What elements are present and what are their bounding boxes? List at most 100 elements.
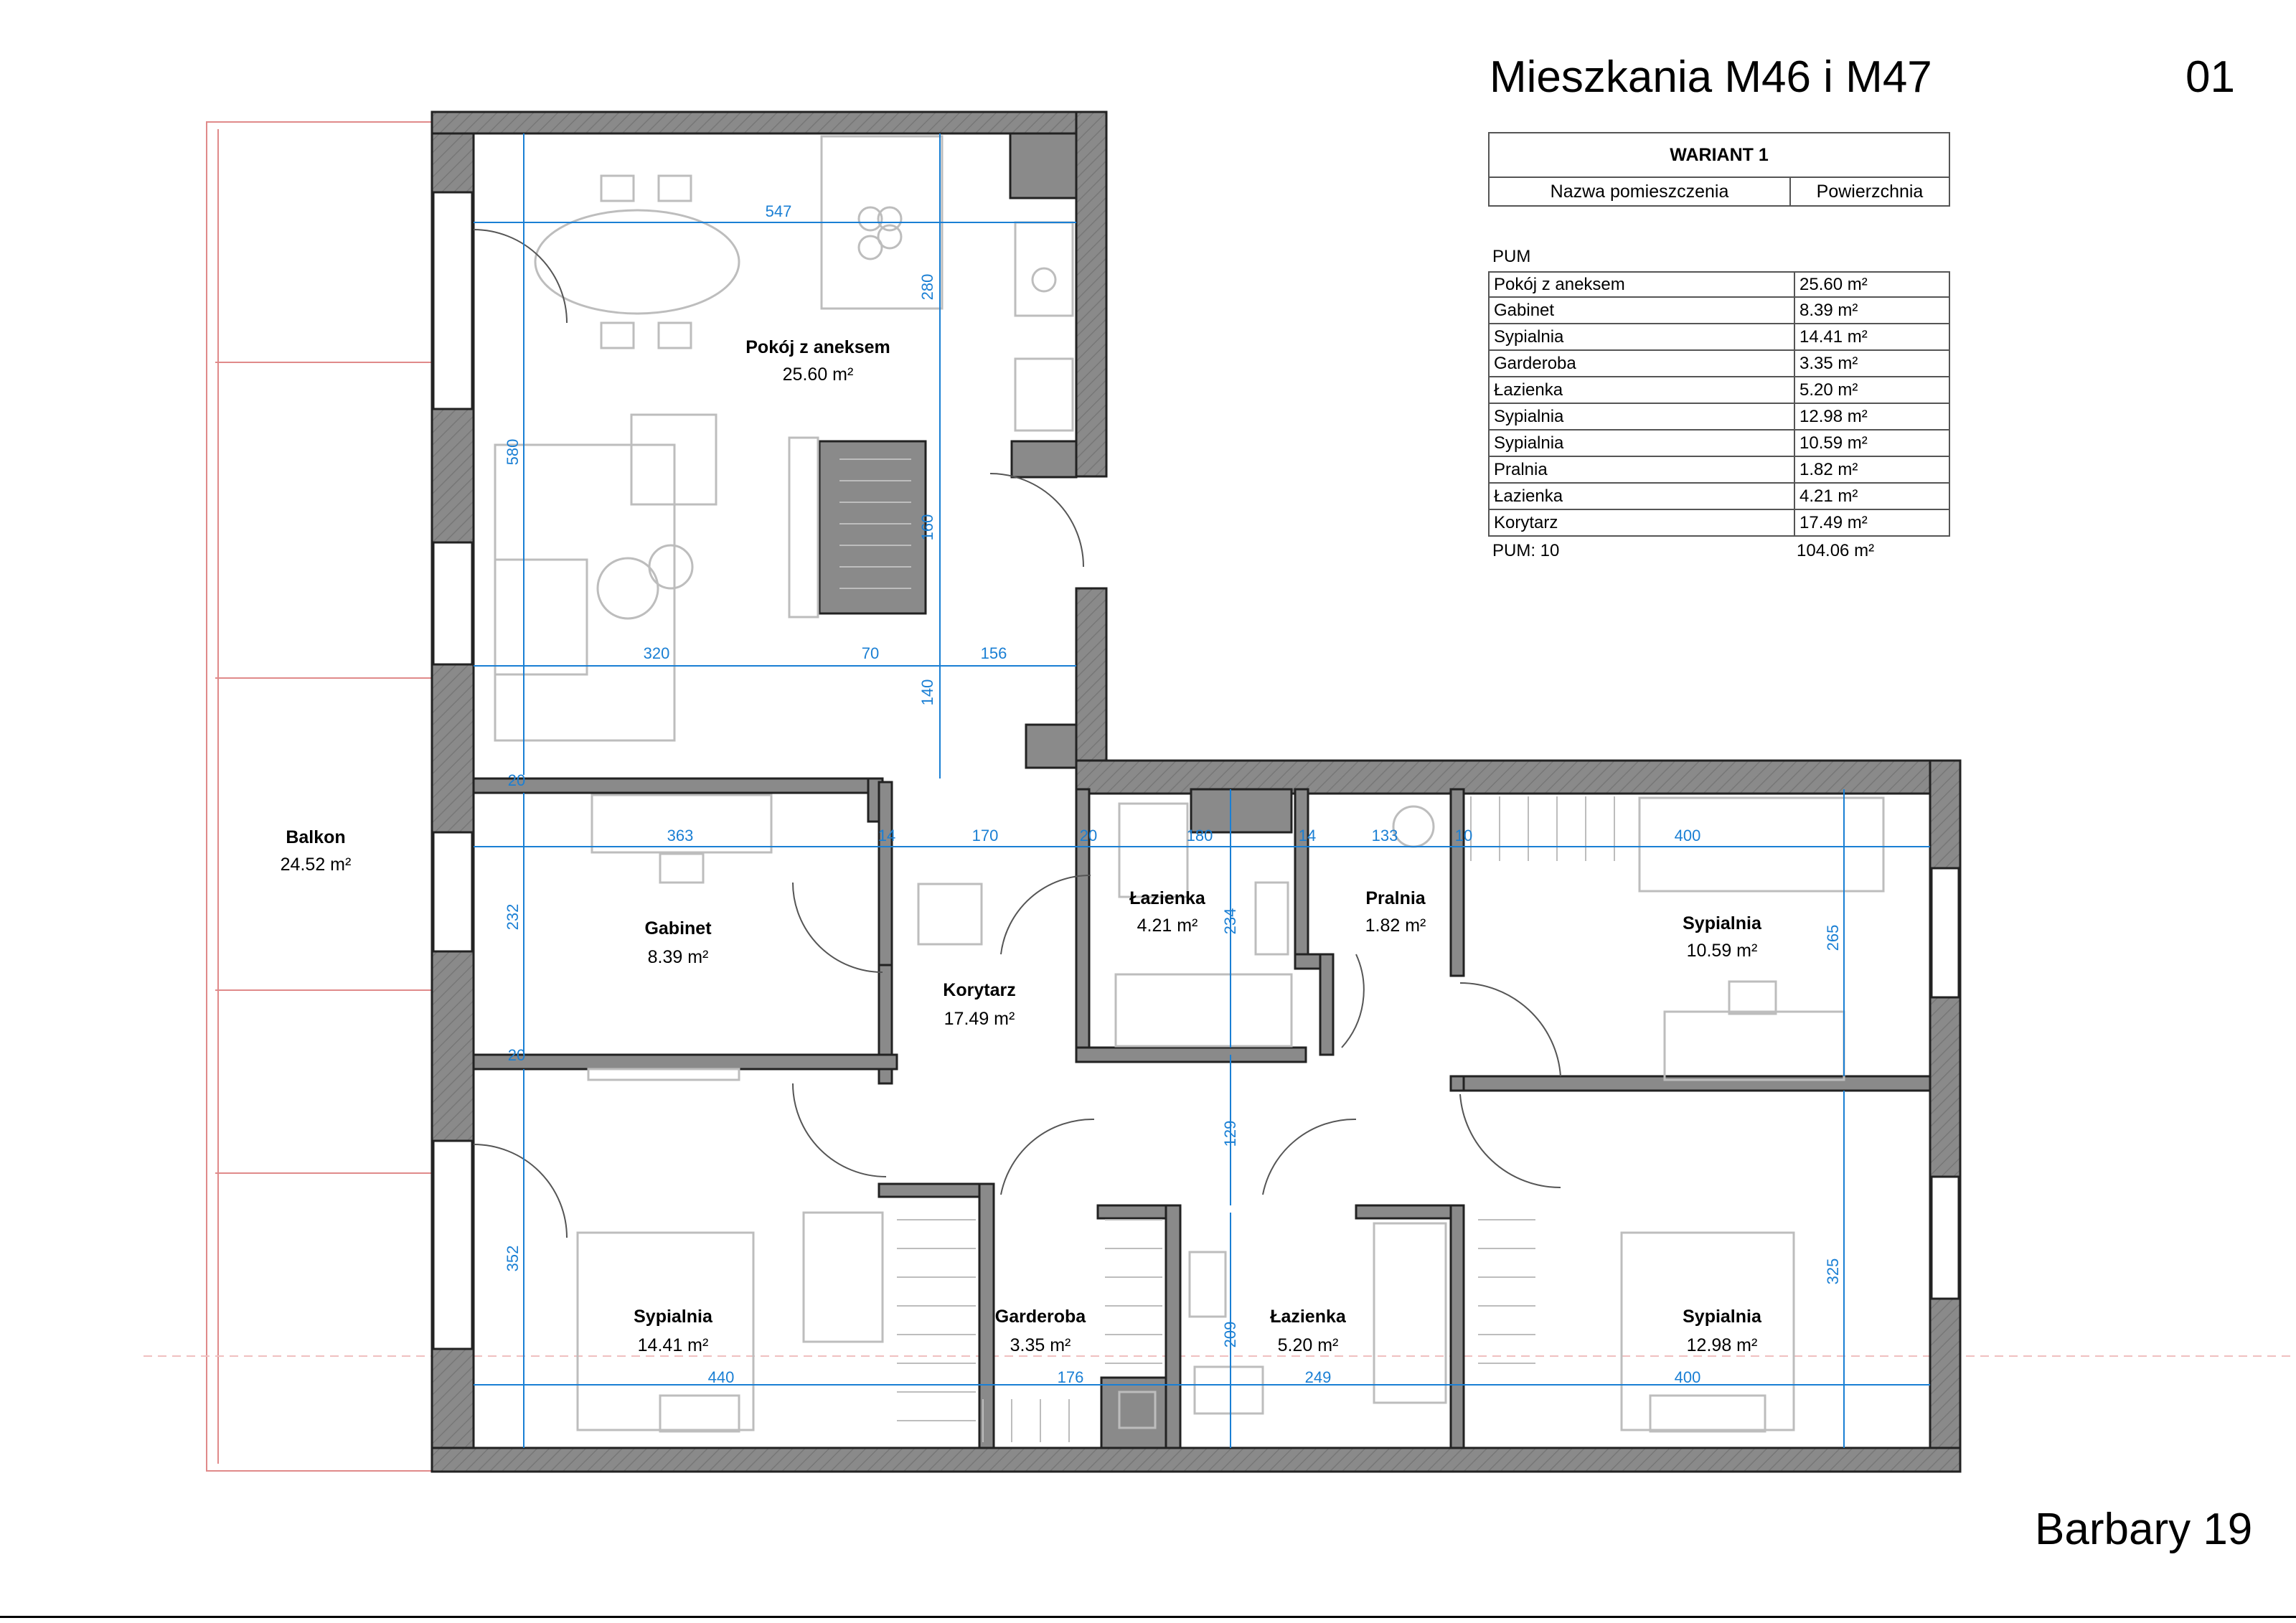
table-total-row: PUM: 10 104.06 m² [1492, 541, 1952, 561]
dim-label: 232 [504, 904, 522, 931]
address-label: Barbary 19 [2035, 1505, 2253, 1554]
room-area-cell: 25.60 m² [1799, 274, 1868, 294]
dimension-lines [474, 133, 1930, 1448]
dim-label: 280 [918, 274, 936, 301]
room-name-cell: Łazienka [1490, 377, 1795, 403]
room-area-cell: 3.35 m² [1799, 353, 1858, 373]
room-name-cell: Sypialnia [1490, 404, 1795, 429]
dim-label: 209 [1221, 1322, 1239, 1348]
room-area-bath-big: 5.20 m² [1278, 1335, 1339, 1355]
dim-label: 133 [1372, 827, 1398, 845]
room-name-cell: Gabinet [1490, 298, 1795, 323]
dim-label: 140 [918, 679, 936, 706]
room-area-cell: 17.49 m² [1799, 512, 1868, 532]
room-area-cell: 5.20 m² [1799, 380, 1858, 400]
dimension-labels: 547 280 580 160 320 70 156 140 20 363 14… [504, 202, 1842, 1386]
dim-label: 320 [644, 644, 670, 662]
room-area-corridor: 17.49 m² [944, 1009, 1015, 1029]
room-name-cell: Sypialnia [1490, 431, 1795, 456]
dim-label: 325 [1824, 1259, 1842, 1285]
dim-label: 249 [1305, 1368, 1332, 1386]
dim-label: 180 [1187, 827, 1213, 845]
column-header-area: Powierzchnia [1816, 181, 1924, 202]
room-area-balcony: 24.52 m² [281, 855, 352, 875]
dim-label: 400 [1675, 1368, 1701, 1386]
room-name-cell: Pralnia [1490, 457, 1795, 482]
room-name-bedroom-sw: Sypialnia [634, 1307, 713, 1327]
dim-label: 580 [504, 439, 522, 466]
dim-label: 14 [1299, 827, 1316, 845]
room-area-office: 8.39 m² [648, 947, 709, 967]
total-label: PUM: 10 [1492, 541, 1560, 560]
dim-label: 20 [508, 771, 525, 789]
dim-label: 70 [862, 644, 879, 662]
room-name-cell: Pokój z aneksem [1490, 273, 1795, 296]
room-area-bedroom-sw: 14.41 m² [638, 1335, 709, 1355]
room-name-cell: Sypialnia [1490, 324, 1795, 349]
room-area-living: 25.60 m² [783, 364, 854, 385]
room-name-bedroom-se: Sypialnia [1683, 1307, 1762, 1327]
dim-label: 440 [708, 1368, 735, 1386]
dim-label: 10 [1455, 827, 1472, 845]
room-area-cell: 4.21 m² [1799, 486, 1858, 506]
column-header-name: Nazwa pomieszczenia [1490, 178, 1791, 205]
page-number: 01 [2186, 52, 2235, 102]
dim-label: 20 [508, 1046, 525, 1064]
room-name-balcony: Balkon [286, 827, 345, 847]
room-name-wardrobe: Garderoba [995, 1307, 1087, 1327]
page-title: Mieszkania M46 i M47 [1490, 52, 1932, 102]
dim-label: 352 [504, 1246, 522, 1272]
room-name-cell: Korytarz [1490, 510, 1795, 535]
room-area-bedroom-ne: 10.59 m² [1687, 941, 1758, 961]
room-area-laundry: 1.82 m² [1365, 916, 1426, 936]
room-name-office: Gabinet [644, 918, 712, 938]
dim-label: 156 [981, 644, 1007, 662]
bottom-frame-line [0, 1616, 2296, 1618]
dim-label: 14 [878, 827, 895, 845]
dim-label: 547 [766, 202, 792, 220]
room-area-cell: 14.41 m² [1799, 326, 1868, 347]
room-area-bath-small: 4.21 m² [1137, 916, 1198, 936]
dim-label: 363 [667, 827, 694, 845]
dim-label: 20 [1080, 827, 1097, 845]
room-name-bedroom-ne: Sypialnia [1683, 913, 1762, 933]
room-labels: Pokój z aneksem 25.60 m² Balkon 24.52 m²… [281, 337, 1762, 1355]
dim-label: 234 [1221, 908, 1239, 935]
dim-label: 400 [1675, 827, 1701, 845]
room-name-cell: Łazienka [1490, 484, 1795, 509]
room-name-living: Pokój z aneksem [745, 337, 890, 357]
room-name-bath-big: Łazienka [1270, 1307, 1347, 1327]
windows [432, 191, 1960, 1350]
wardrobe-racks [839, 458, 1615, 1442]
dim-label: 160 [918, 514, 936, 541]
room-name-cell: Garderoba [1490, 351, 1795, 376]
variant-label: WARIANT 1 [1670, 144, 1769, 165]
dim-label: 265 [1824, 925, 1842, 951]
room-area-cell: 12.98 m² [1799, 406, 1868, 426]
room-area-wardrobe: 3.35 m² [1010, 1335, 1071, 1355]
pum-section-label: PUM [1492, 247, 1531, 266]
room-area-bedroom-se: 12.98 m² [1687, 1335, 1758, 1355]
total-area: 104.06 m² [1797, 541, 1875, 560]
room-area-cell: 1.82 m² [1799, 459, 1858, 479]
dim-label: 176 [1058, 1368, 1084, 1386]
door-swings [473, 229, 1561, 1238]
room-name-bath-small: Łazienka [1129, 888, 1206, 908]
room-area-cell: 8.39 m² [1799, 300, 1858, 320]
room-area-cell: 10.59 m² [1799, 433, 1868, 453]
dim-label: 129 [1221, 1121, 1239, 1147]
dim-label: 170 [972, 827, 999, 845]
room-name-laundry: Pralnia [1365, 888, 1426, 908]
